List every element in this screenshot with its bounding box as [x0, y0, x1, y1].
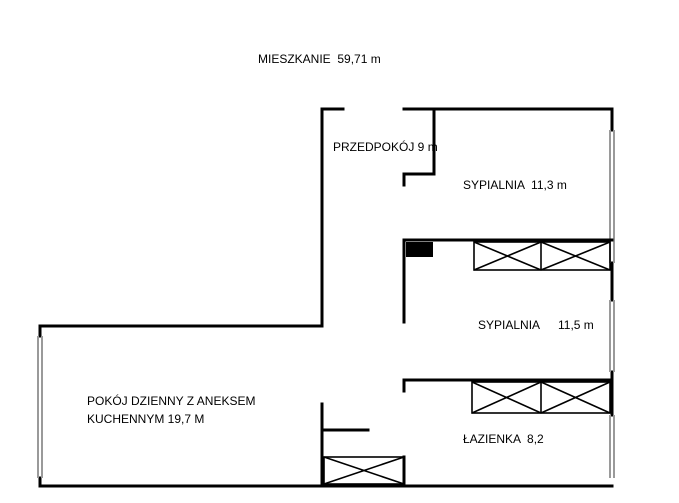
- room-label-hall: PRZEDPOKÓJ 9 m: [333, 139, 438, 154]
- room-label-living-line2: KUCHENNYM 19,7 M: [87, 412, 204, 426]
- room-label-living-line1: POKÓJ DZIENNY Z ANEKSEM: [87, 393, 255, 408]
- wardrobe-bedroom1: [473, 241, 611, 271]
- wardrobe-hall: [323, 456, 405, 485]
- outer-walls: [38, 107, 614, 488]
- room-label-bedroom1: SYPIALNIA 11,3 m: [463, 178, 567, 192]
- pillar: [406, 242, 433, 257]
- interior-walls: [320, 107, 614, 488]
- wardrobe-bedroom2: [471, 381, 611, 414]
- room-label-bathroom: ŁAZIENKA 8,2: [463, 432, 544, 446]
- plan-title: MIESZKANIE 59,71 m: [258, 52, 381, 66]
- room-label-bedroom2-area: 11,5 m: [558, 318, 594, 332]
- room-label-bedroom2-name: SYPIALNIA: [478, 318, 540, 332]
- windows: [37, 130, 615, 478]
